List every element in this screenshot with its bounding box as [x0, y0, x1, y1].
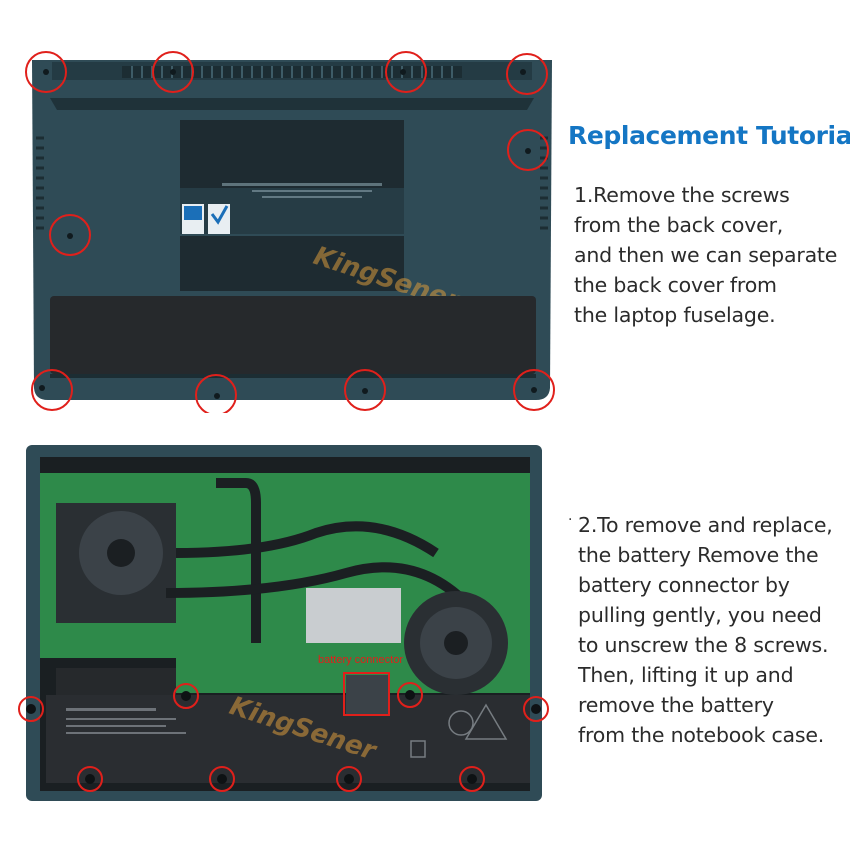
ram-slot	[56, 668, 176, 698]
left-fan	[56, 503, 176, 623]
label-panel-upper	[180, 120, 404, 190]
battery-connector-highlight	[343, 672, 390, 716]
step-2-line: 2.To remove and replace,	[578, 513, 833, 537]
screw-markers	[25, 51, 555, 413]
battery-screw-markers	[18, 682, 549, 792]
side-vents	[36, 136, 548, 230]
rubber-foot	[50, 296, 536, 374]
heatpipes	[165, 478, 470, 643]
step-1-line: the laptop fuselage.	[574, 303, 776, 327]
step-2-line: pulling gently, you need	[578, 603, 822, 627]
step-1-instructions: 1.Remove the screws from the back cover,…	[574, 180, 837, 330]
cover-ridge	[50, 98, 534, 110]
step-2-line: remove the battery	[578, 693, 774, 717]
battery-connector-label: battery connector	[318, 654, 403, 666]
step-1-line: 1.Remove the screws	[574, 183, 790, 207]
heat-shield	[306, 588, 401, 643]
step-2-line: from the notebook case.	[578, 723, 825, 747]
back-cover-photo: KingSener	[22, 48, 562, 413]
step-1-line: the back cover from	[574, 273, 777, 297]
step-2-bullet: ·	[568, 512, 573, 528]
step-2-line: battery connector by	[578, 573, 790, 597]
step-2-instructions: 2.To remove and replace, the battery Rem…	[578, 510, 833, 750]
right-fan	[404, 591, 508, 695]
step-2-line: Then, lifting it up and	[578, 663, 794, 687]
step-1-line: from the back cover,	[574, 213, 784, 237]
label-panel-lower	[180, 236, 404, 291]
screw-holes	[39, 69, 537, 399]
step-2-line: the battery Remove the	[578, 543, 819, 567]
battery-connector	[346, 675, 388, 715]
step-1-line: and then we can separate	[574, 243, 838, 267]
internals-photo: KingSener battery connector	[16, 443, 550, 803]
tutorial-title: Replacement Tutorial	[568, 121, 850, 150]
battery-screws	[26, 690, 541, 784]
step-2-line: to unscrew the 8 screws.	[578, 633, 829, 657]
battery-symbols	[410, 703, 508, 758]
